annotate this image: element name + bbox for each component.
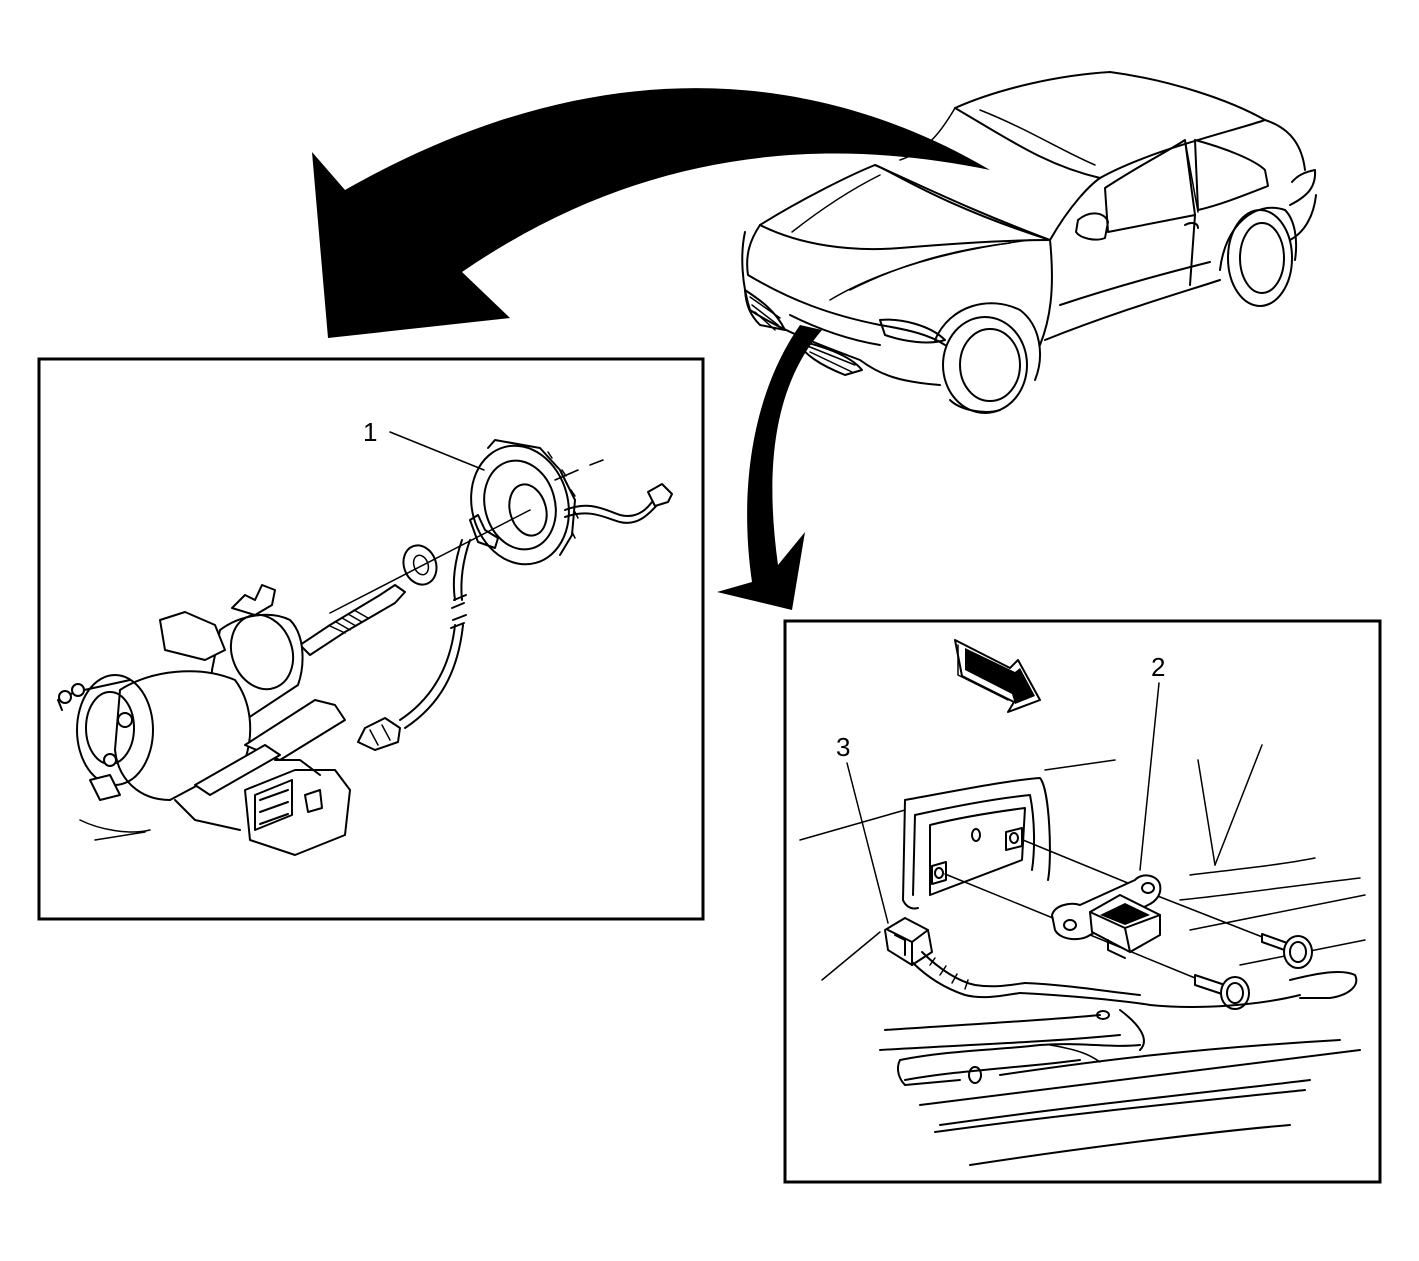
callout-3-label: 3	[836, 732, 850, 762]
steering-column-illustration	[57, 439, 673, 856]
inflatable-restraint-coil	[469, 439, 579, 566]
callout-1: 1	[363, 417, 485, 471]
curved-arrow-to-sensor-panel	[717, 325, 822, 610]
front-sensor-panel	[783, 619, 1382, 1184]
car-illustration	[741, 71, 1317, 414]
sensor-mount-illustration	[799, 744, 1366, 1166]
forward-direction-arrow-icon	[954, 639, 1041, 713]
callout-3: 3	[821, 732, 889, 981]
curved-arrow-to-steering-panel	[312, 88, 990, 338]
sensor-bolt-upper	[1261, 933, 1313, 969]
callout-2: 2	[1139, 652, 1165, 871]
steering-column-panel	[37, 357, 705, 921]
front-impact-sensor	[1051, 874, 1162, 959]
sensor-electrical-connector	[884, 917, 933, 966]
callout-1-label: 1	[363, 417, 377, 447]
sensor-bolt-lower	[1194, 974, 1250, 1010]
callout-2-label: 2	[1151, 652, 1165, 682]
